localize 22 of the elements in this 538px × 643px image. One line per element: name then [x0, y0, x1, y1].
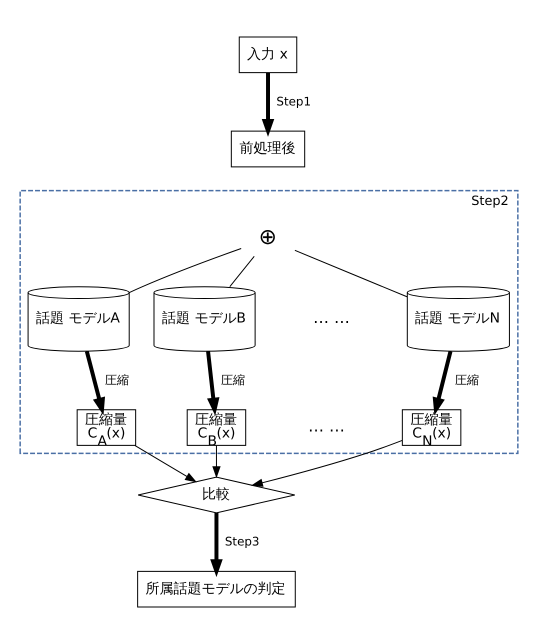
node-text: ⊕ [258, 224, 277, 250]
arrow [432, 350, 452, 415]
edge-label: Step3 [224, 534, 260, 548]
label: … … [313, 307, 350, 326]
edge-label: 圧縮 [104, 372, 129, 387]
arrow [84, 350, 106, 415]
node-box: 入力 x [238, 36, 298, 73]
connector [229, 255, 255, 287]
edge-label: 圧縮 [220, 372, 245, 387]
edge-label: 圧縮 [454, 372, 479, 387]
arrow [262, 72, 274, 136]
arrow [210, 512, 223, 577]
edge-label: Step1 [276, 94, 312, 108]
node-box: 前処理後 [230, 130, 306, 167]
label: … … [308, 416, 345, 435]
arrow [206, 350, 220, 416]
arrow [250, 439, 403, 486]
arrow [212, 444, 221, 478]
node-box: 所属話題モデルの判定 [137, 570, 296, 608]
arrow [134, 444, 197, 482]
connector [294, 249, 408, 297]
connector [128, 248, 242, 293]
